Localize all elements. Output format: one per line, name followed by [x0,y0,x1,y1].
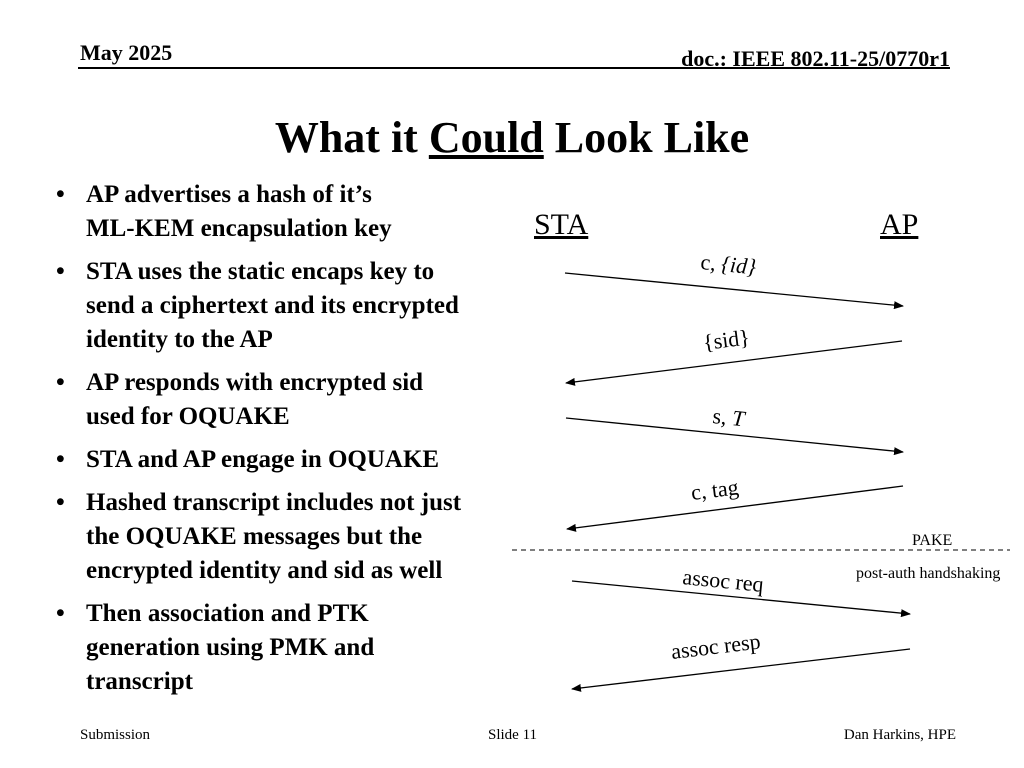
header-rule [78,67,950,69]
ap-label: AP [880,208,918,241]
bullet-item: • STA uses the static encaps key to send a… [52,255,522,357]
message-label-text: c, [700,249,723,276]
title-part-2: Look Like [543,113,750,162]
bullet-text-line: AP responds with encrypted sid [86,369,424,396]
message-label: s, T [711,403,747,431]
bullet-text-line: Then association and PTK [86,600,369,627]
bullet-marker: • [56,489,65,516]
message-label-text: c, tag [690,474,740,505]
bullet-item: • Then association and PTK generation usin… [52,597,522,699]
bullet-text-line: used for OQUAKE [86,403,290,430]
title-part-1: What it [274,113,429,162]
message-arrow [571,580,911,618]
bullet-text-line: identity to the AP [86,326,273,353]
footer-submission: Submission [80,727,151,743]
message-arrow [566,485,904,532]
message-label: c, tag [690,474,740,505]
bullet-text-line: ML-KEM encapsulation key [86,215,392,242]
title-underlined-word: Could [428,113,544,162]
message-label: assoc req [682,564,765,597]
footer-slide-number: Slide 11 [488,727,538,743]
phase-label-post-auth: post-auth handshaking [856,565,1000,582]
bullet-text-line: generation using PMK and [86,634,375,661]
footer-author: Dan Harkins, HPE [843,727,956,743]
header-doc-id: doc.: IEEE 802.11-25/0770r1 [681,46,950,71]
bullet-marker: • [56,600,65,627]
message-sequence-diagram: STA AP PAKE post-auth handshaking c, {id… [512,208,1010,692]
bullet-item: • AP responds with encrypted sid used for … [52,366,522,434]
bullet-marker: • [56,369,65,396]
bullet-text-line: the OQUAKE messages but the [86,523,423,550]
message-label-text: assoc req [682,564,765,597]
message-label-text: {sid} [702,324,751,355]
phase-label-pake: PAKE [912,532,952,549]
header-date: May 2025 [80,40,173,65]
message-label-text: s, [711,403,733,430]
bullet-text-line: AP advertises a hash of it’s [86,181,372,208]
bullet-item: • STA and AP engage in OQUAKE [52,443,522,477]
message-label-italic: {id} [720,251,757,279]
bullet-text-line: transcript [86,668,193,695]
bullet-text-line: STA uses the static encaps key to [86,258,435,285]
message-arrow [571,648,911,692]
bullet-text-line: encrypted identity and sid as well [86,557,443,584]
bullet-text-line: send a ciphertext and its encrypted [86,292,459,319]
bullet-text-line: Hashed transcript includes not just [86,489,462,516]
slide-title: What it Could Look Like [0,112,1024,163]
message-label-italic: T [731,405,747,431]
bullet-marker: • [56,258,65,285]
message-arrow [565,340,903,386]
message-label: assoc resp [670,629,762,664]
message-label-text: assoc resp [670,629,762,664]
bullet-item: • Hashed transcript includes not just the … [52,486,522,588]
bullet-marker: • [56,446,65,473]
message-label: {sid} [702,324,751,355]
bullet-text-line: STA and AP engage in OQUAKE [86,446,440,473]
message-arrow [564,272,904,310]
sta-label: STA [534,208,589,241]
message-label: c, {id} [700,249,758,279]
bullet-marker: • [56,181,65,208]
message-arrow [565,417,904,456]
